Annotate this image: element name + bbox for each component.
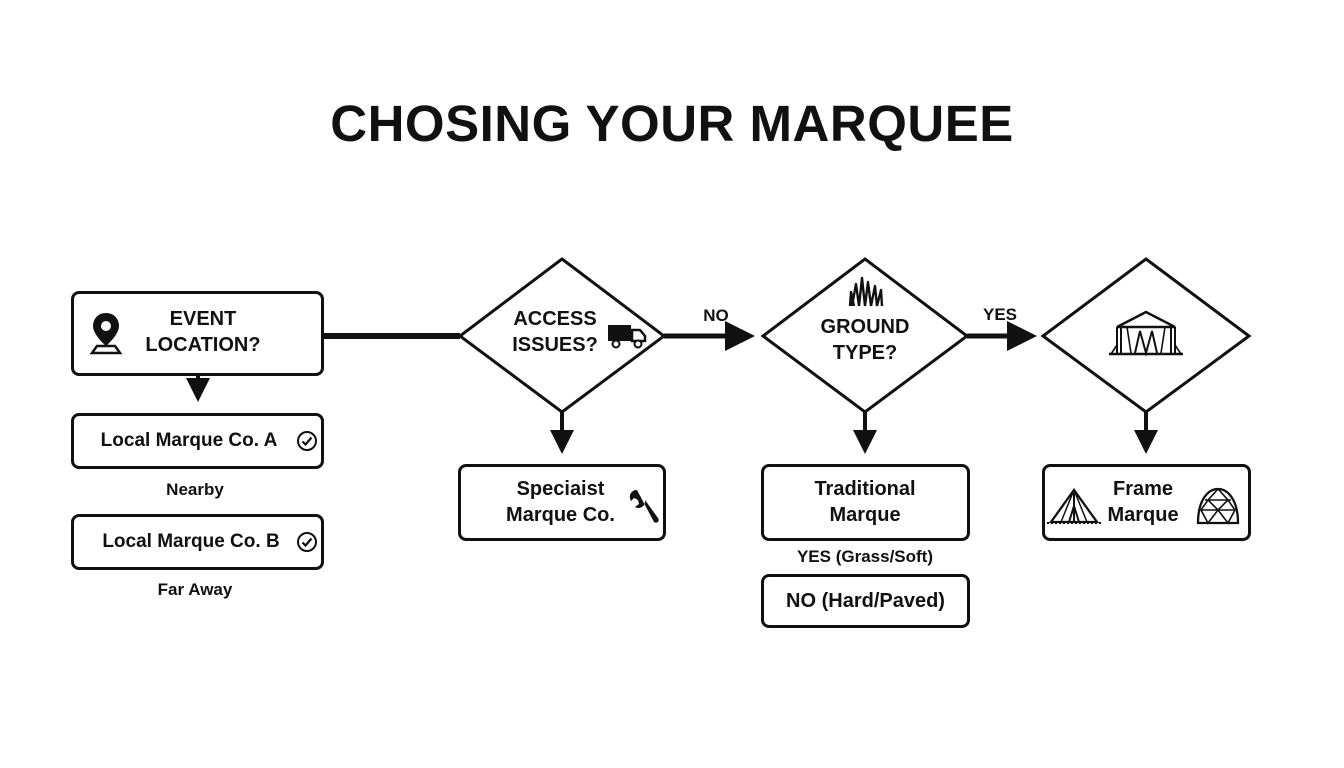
- map-pin-icon: [89, 313, 123, 355]
- traditional-marque-box: [761, 464, 970, 541]
- local-marque-a-box: [71, 413, 324, 469]
- no-hard-paved-box: [761, 574, 970, 628]
- traditional-marque-label: Traditional Marque: [814, 478, 916, 526]
- no-label: NO: [703, 306, 729, 325]
- access-issues-label: ACCESS ISSUES?: [512, 308, 598, 356]
- local-marque-b-label: Local Marque Co. B: [102, 531, 280, 552]
- tent-icon: [1047, 488, 1101, 524]
- specialist-marque-box: [458, 464, 666, 541]
- frame-marque-box: [1042, 464, 1251, 541]
- far-away-label: Far Away: [157, 580, 233, 599]
- geodesic-dome-icon: [1196, 487, 1240, 525]
- grass-icon: [848, 276, 884, 307]
- no-hard-paved-label: NO (Hard/Paved): [786, 590, 945, 612]
- wrench-icon: [629, 490, 659, 523]
- check-circle-icon: [297, 532, 317, 552]
- frame-marque-label: Frame Marque: [1107, 478, 1179, 526]
- event-location-label: EVENT LOCATION?: [145, 308, 261, 356]
- truck-icon: [608, 325, 647, 349]
- yes-label: YES: [982, 305, 1018, 324]
- nearby-label: Nearby: [166, 480, 224, 499]
- marquee-tent-icon: [1109, 310, 1183, 357]
- diagram-title: CHOSING YOUR MARQUEE: [330, 95, 1014, 152]
- yes-grass-soft-label: YES (Grass/Soft): [796, 547, 934, 566]
- specialist-marque-label: Speciaist Marque Co.: [506, 478, 615, 526]
- local-marque-a-label: Local Marque Co. A: [100, 430, 278, 451]
- check-circle-icon: [297, 431, 317, 451]
- local-marque-b-box: [71, 514, 324, 570]
- ground-type-label: GROUND TYPE?: [820, 316, 910, 364]
